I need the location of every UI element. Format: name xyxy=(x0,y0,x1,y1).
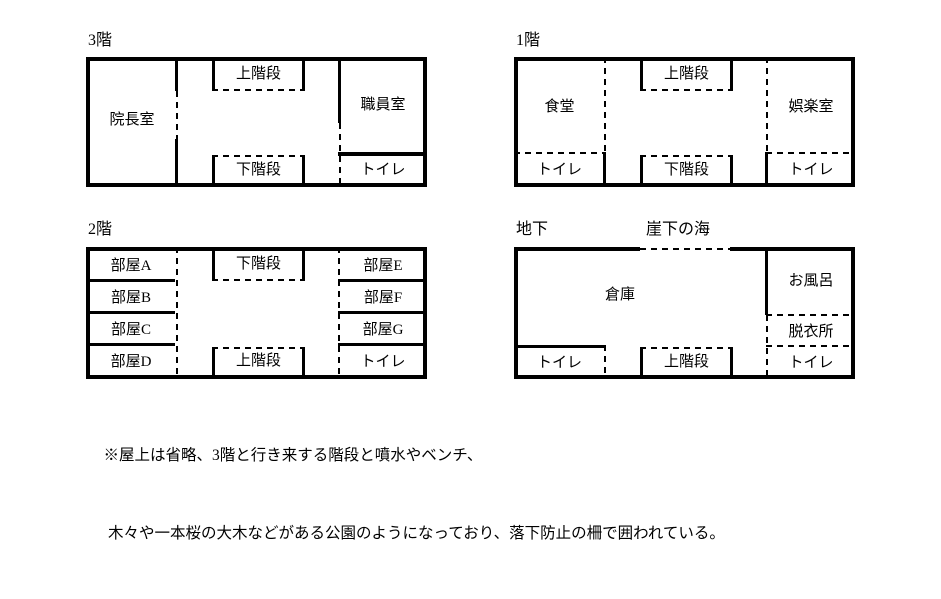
wall-room-c-d-2f xyxy=(86,343,175,346)
room-label-dining-1f: 食堂 xyxy=(544,98,575,115)
footnote-line-2: 木々や一本桜の大木などがある公園のようになっており、落下防止の柵で囲われている。 xyxy=(108,525,725,542)
room-label-toilet-3f: トイレ xyxy=(360,161,406,178)
wall-room-g-toilet-2f xyxy=(338,343,427,346)
opening-sea-basement xyxy=(640,248,730,250)
wall-dining-bottom-1f xyxy=(603,152,606,187)
label-sea-below-cliff: 崖下の海 xyxy=(646,221,711,238)
room-label-upstairs-3f: 上階段 xyxy=(235,65,281,82)
wall-staff-left-3f xyxy=(338,57,341,123)
wall-top-1f xyxy=(514,57,855,61)
wall-room-a-b-2f xyxy=(86,279,175,282)
wall-director-top-3f xyxy=(175,57,178,91)
opening-downstairs-2f xyxy=(212,279,305,281)
wall-right-3f xyxy=(423,57,427,187)
floor-label-1f: 1階 xyxy=(516,32,541,49)
wall-director-bottom-3f xyxy=(175,139,178,187)
wall-bottom-3f xyxy=(86,183,427,187)
wall-left-1f xyxy=(514,57,518,187)
room-label-toilet-2f: トイレ xyxy=(360,353,406,370)
wall-downstairs-right-3f xyxy=(302,155,305,187)
room-label-room-f-2f: 部屋F xyxy=(363,289,403,306)
doorway-toilet-left-basement xyxy=(604,345,606,379)
room-label-room-a-2f: 部屋A xyxy=(110,257,152,274)
wall-room-e-f-2f xyxy=(338,279,427,282)
wall-recreation-bottom-1f xyxy=(765,152,768,187)
doorway-left-corridor-2f xyxy=(176,247,178,379)
wall-downstairs-left-1f xyxy=(640,155,643,187)
wall-upstairs-left-basement xyxy=(640,347,643,379)
room-label-toilet-left-basement: トイレ xyxy=(536,354,582,371)
wall-upstairs-right-2f xyxy=(302,347,305,379)
wall-downstairs-left-2f xyxy=(212,247,215,280)
opening-downstairs-1f xyxy=(640,155,733,157)
doorway-director-3f xyxy=(176,91,178,139)
opening-changing-toilet-basement xyxy=(766,345,855,347)
opening-upstairs-3f xyxy=(212,89,305,91)
room-label-room-d-2f: 部屋D xyxy=(110,353,152,370)
wall-upstairs-left-2f xyxy=(212,347,215,379)
wall-downstairs-right-1f xyxy=(730,155,733,187)
room-label-room-e-2f: 部屋E xyxy=(363,257,403,274)
wall-bottom-basement xyxy=(514,375,855,379)
wall-upstairs-left-1f xyxy=(640,57,643,90)
opening-upstairs-2f xyxy=(212,347,305,349)
doorway-recreation-1f xyxy=(766,57,768,152)
opening-bath-changing-basement xyxy=(766,314,855,316)
room-label-changing-basement: 脱衣所 xyxy=(788,323,834,340)
wall-toilet-top-3f xyxy=(338,152,427,156)
wall-top-3f xyxy=(86,57,427,61)
floor-label-3f: 3階 xyxy=(88,32,113,49)
wall-top-left-basement xyxy=(514,247,640,251)
wall-downstairs-left-3f xyxy=(212,155,215,187)
room-label-upstairs-1f: 上階段 xyxy=(663,65,709,82)
footnote: ※屋上は省略、3階と行き来する階段と噴水やベンチ、 木々や一本桜の大木などがある… xyxy=(88,417,888,599)
doorway-changing-basement xyxy=(766,315,768,379)
room-label-toilet-right-1f: トイレ xyxy=(788,161,834,178)
room-label-downstairs-2f: 下階段 xyxy=(235,255,281,272)
room-label-room-c-2f: 部屋C xyxy=(110,321,151,338)
floor-label-2f: 2階 xyxy=(88,221,113,238)
room-label-bath-basement: お風呂 xyxy=(788,272,834,289)
opening-toilet-right-1f xyxy=(766,152,855,154)
wall-upstairs-right-3f xyxy=(302,57,305,90)
wall-toilet-left-top-basement xyxy=(514,345,604,348)
footnote-line-1: ※屋上は省略、3階と行き来する階段と噴水やベンチ、 xyxy=(103,447,483,464)
opening-upstairs-basement xyxy=(640,347,733,349)
room-label-downstairs-1f: 下階段 xyxy=(663,161,709,178)
wall-room-b-c-2f xyxy=(86,311,175,314)
opening-downstairs-3f xyxy=(212,155,305,157)
wall-bottom-2f xyxy=(86,375,427,379)
room-label-storage-basement: 倉庫 xyxy=(604,286,635,303)
wall-top-right-basement xyxy=(730,247,855,251)
room-label-staff-3f: 職員室 xyxy=(360,96,406,113)
wall-upstairs-right-1f xyxy=(730,57,733,90)
wall-room-f-g-2f xyxy=(338,311,427,314)
opening-upstairs-1f xyxy=(640,89,733,91)
room-label-downstairs-3f: 下階段 xyxy=(235,161,281,178)
room-label-recreation-1f: 娯楽室 xyxy=(788,98,834,115)
room-label-room-g-2f: 部屋G xyxy=(362,321,404,338)
floor-plan-diagram: 3階 院長室 上階段 xyxy=(86,32,855,542)
room-label-room-b-2f: 部屋B xyxy=(110,289,151,306)
opening-toilet-left-1f xyxy=(514,152,604,154)
wall-bath-left-basement xyxy=(765,247,768,315)
wall-left-3f xyxy=(86,57,90,187)
wall-right-basement xyxy=(851,247,855,379)
doorway-dining-1f xyxy=(604,57,606,152)
room-label-upstairs-basement: 上階段 xyxy=(663,353,709,370)
wall-downstairs-right-2f xyxy=(302,247,305,280)
wall-upstairs-right-basement xyxy=(730,347,733,379)
wall-right-1f xyxy=(851,57,855,187)
room-label-upstairs-2f: 上階段 xyxy=(235,352,281,369)
room-label-toilet-right-basement: トイレ xyxy=(788,354,834,371)
wall-top-2f xyxy=(86,247,427,251)
wall-upstairs-left-3f xyxy=(212,57,215,90)
wall-bottom-1f xyxy=(514,183,855,187)
room-label-director-3f: 院長室 xyxy=(109,111,155,128)
wall-left-basement xyxy=(514,247,518,379)
floor-label-basement: 地下 xyxy=(516,221,549,238)
room-label-toilet-left-1f: トイレ xyxy=(536,161,582,178)
